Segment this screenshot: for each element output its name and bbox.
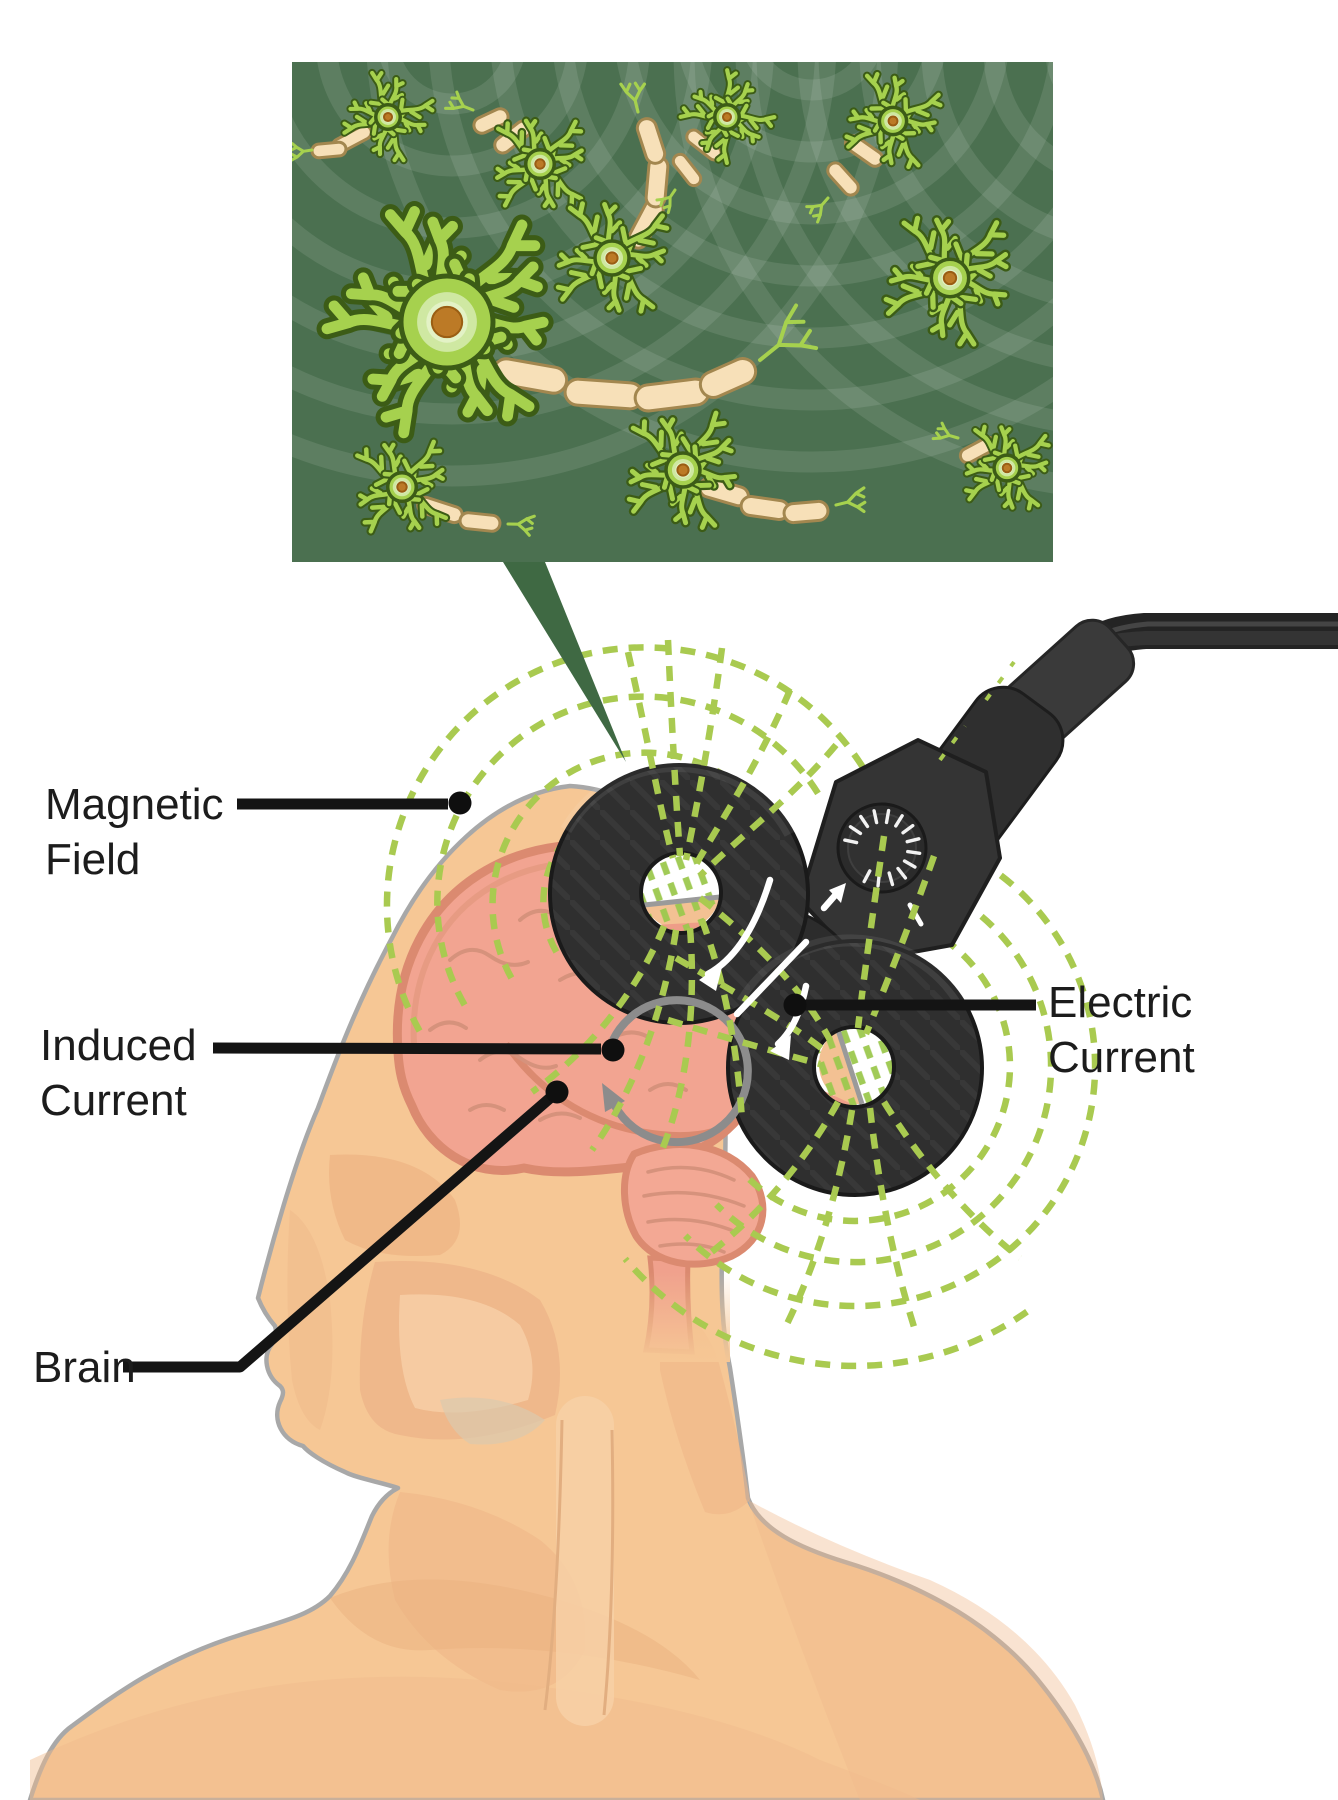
brainstem-fade	[600, 1272, 730, 1362]
magnetic-field-label-line2: Field	[45, 835, 141, 884]
inset-callout-pointer	[503, 562, 626, 762]
inset-neuron-panel	[292, 62, 1053, 562]
induced-current-dot	[601, 1038, 625, 1062]
coil-hole-bottom	[814, 1027, 894, 1107]
tms-device	[548, 613, 1338, 1197]
electric-current-label-line2: Current	[1048, 1033, 1195, 1082]
brain-label-line1: Brain	[33, 1343, 136, 1392]
induced-current-ring	[602, 996, 752, 1147]
field-funnel-lines	[530, 639, 1023, 1332]
current-arrowhead-icon	[829, 883, 846, 903]
coil-current-arrows	[699, 876, 846, 1060]
coil-disc-top	[548, 759, 810, 1025]
person-silhouette	[27, 783, 1106, 1800]
current-arrowhead-icon	[699, 963, 723, 991]
induced-current-label-line2: Current	[40, 1076, 187, 1125]
callout-leaders	[123, 791, 1036, 1373]
coil-disc-bottom	[726, 934, 984, 1197]
brain-leader	[123, 1087, 561, 1373]
brain-label: Brain	[33, 1340, 136, 1395]
magnetic-field-dot	[448, 791, 472, 815]
current-arrowhead-icon	[770, 1035, 791, 1060]
induced-current-label: Induced Current	[40, 1018, 197, 1128]
electric-current-dot	[783, 993, 807, 1017]
induced-current-leader	[212, 1042, 602, 1055]
magnetic-field-label: Magnetic Field	[45, 777, 224, 887]
induced-current-label-line1: Induced	[40, 1021, 197, 1070]
electric-current-label: Electric Current	[1048, 975, 1195, 1085]
ring-arrowhead-icon	[602, 1083, 625, 1112]
brain-dot	[545, 1080, 569, 1104]
magnetic-field-label-line1: Magnetic	[45, 780, 224, 829]
signal-ripples	[292, 62, 1053, 494]
cerebellum	[621, 1141, 767, 1268]
neurons-group	[292, 66, 1053, 537]
electric-current-label-line1: Electric	[1048, 978, 1193, 1027]
